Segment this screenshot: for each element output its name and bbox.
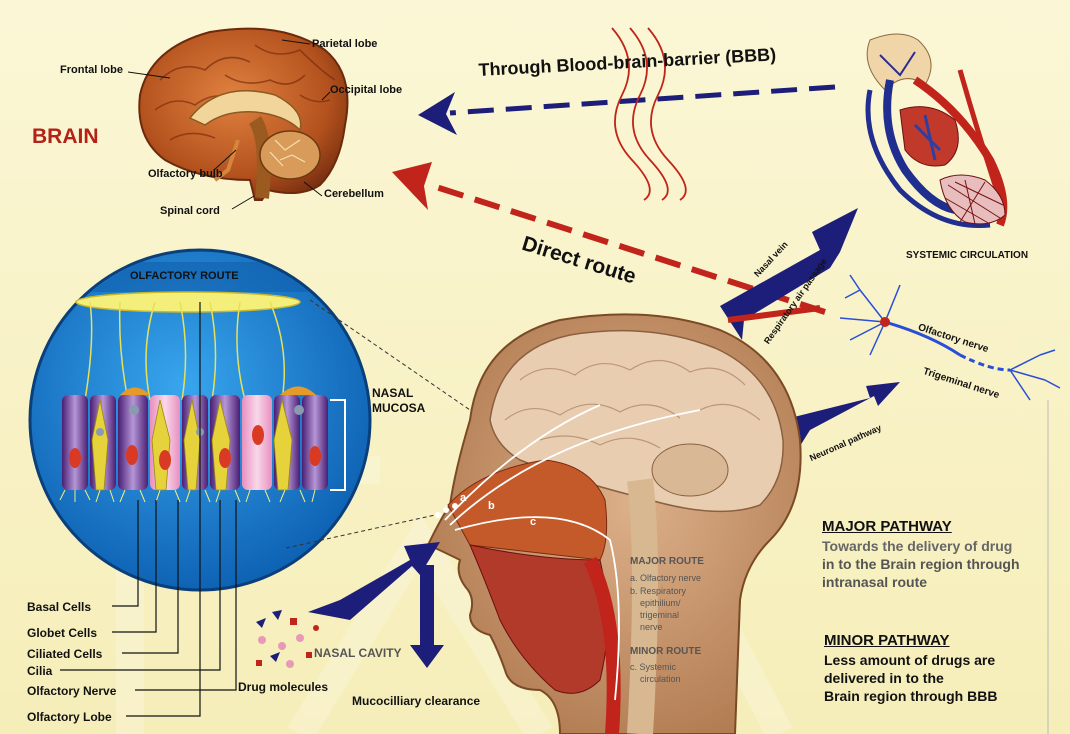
olfactory-route-title: OLFACTORY ROUTE bbox=[130, 270, 239, 282]
label-mucociliary-clearance: Mucocilliary clearance bbox=[352, 694, 480, 708]
label-olfactory-bulb: Olfactory bulb bbox=[148, 168, 223, 180]
drug-molecules-dots bbox=[256, 610, 319, 668]
minor-pathway-line2: delivered in to the bbox=[824, 670, 944, 686]
label-frontal-lobe: Frontal lobe bbox=[60, 64, 123, 76]
label-ciliated-cells: Ciliated Cells bbox=[27, 647, 102, 661]
label-spinal-cord: Spinal cord bbox=[160, 205, 220, 217]
nasal-mucosa-line2: MUCOSA bbox=[372, 401, 425, 415]
label-systemic-circulation: SYSTEMIC CIRCULATION bbox=[906, 250, 1028, 261]
label-basal-cells: Basal Cells bbox=[27, 600, 91, 614]
label-drug-molecules: Drug molecules bbox=[238, 680, 328, 694]
neuron-cell-body bbox=[880, 317, 890, 327]
major-route-b2: epithilium/ bbox=[640, 598, 681, 608]
label-olfactory-nerve-cell: Olfactory Nerve bbox=[27, 684, 116, 698]
systemic-circulation-illustration bbox=[867, 34, 1005, 226]
bbb-route-arrow bbox=[418, 87, 835, 135]
route-letter-c: c bbox=[530, 516, 536, 528]
minor-pathway-line1: Less amount of drugs are bbox=[824, 652, 995, 668]
major-route-a: a. Olfactory nerve bbox=[630, 573, 701, 583]
label-occipital-lobe: Occipital lobe bbox=[330, 84, 402, 96]
major-pathway-line3: intranasal route bbox=[822, 574, 927, 590]
minor-pathway-line3: Brain region through BBB bbox=[824, 688, 997, 704]
minor-pathway-title: MINOR PATHWAY bbox=[824, 632, 950, 649]
minor-route-title: MINOR ROUTE bbox=[630, 646, 701, 657]
label-nasal-cavity: NASAL CAVITY bbox=[314, 646, 402, 660]
major-route-b3: trigeminal bbox=[640, 610, 679, 620]
respiratory-arrow bbox=[720, 208, 858, 340]
nasal-mucosa-line1: NASAL bbox=[372, 386, 413, 400]
major-route-b1: b. Respiratory bbox=[630, 586, 686, 596]
brain-title: BRAIN bbox=[32, 125, 99, 149]
major-pathway-line1: Towards the delivery of drug bbox=[822, 538, 1012, 554]
major-pathway-title: MAJOR PATHWAY bbox=[822, 518, 952, 535]
label-globet-cells: Globet Cells bbox=[27, 626, 97, 640]
label-olfactory-lobe: Olfactory Lobe bbox=[27, 710, 112, 724]
minor-route-c2: circulation bbox=[640, 674, 681, 684]
label-cilia: Cilia bbox=[27, 664, 52, 678]
major-pathway-line2: in to the Brain region through bbox=[822, 556, 1020, 572]
route-letter-b: b bbox=[488, 500, 495, 512]
major-route-title: MAJOR ROUTE bbox=[630, 556, 704, 567]
label-parietal-lobe: Parietal lobe bbox=[312, 38, 377, 50]
major-route-b4: nerve bbox=[640, 622, 663, 632]
route-letter-a: a bbox=[460, 492, 466, 504]
minor-route-c1: c. Systemic bbox=[630, 662, 676, 672]
label-cerebellum: Cerebellum bbox=[324, 188, 384, 200]
